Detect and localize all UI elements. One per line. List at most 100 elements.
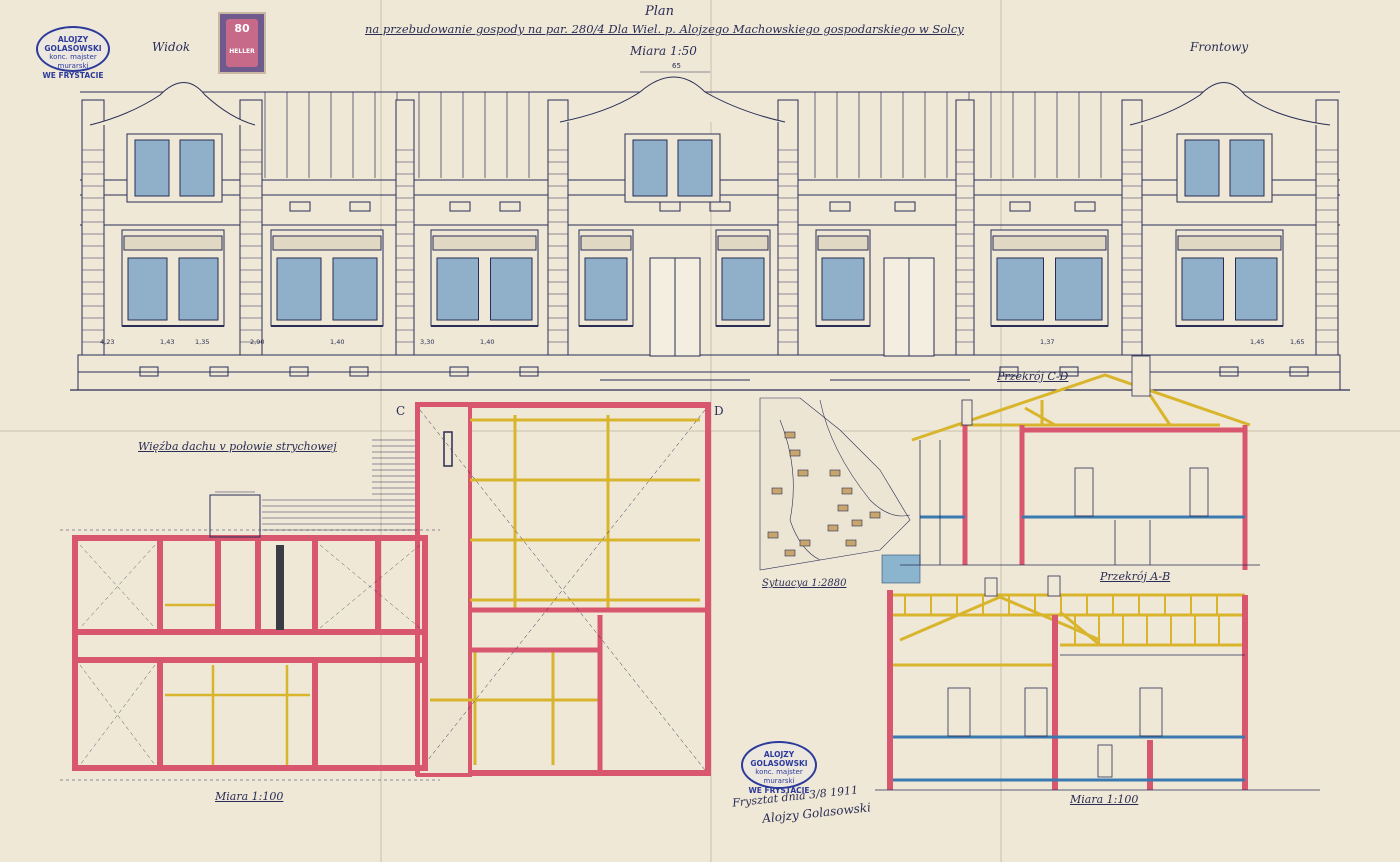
window-pane: [134, 139, 170, 197]
window-pane: [1055, 257, 1103, 321]
pilaster: [81, 99, 105, 356]
site-building: [869, 511, 881, 519]
mason-stamp: ALOJZY GOLASOWSKI konc. majster murarski…: [36, 26, 110, 80]
title-line1: Plan: [645, 4, 675, 19]
vent: [499, 201, 521, 212]
vent: [709, 201, 731, 212]
window-pane: [127, 257, 168, 321]
fold-line: [1000, 0, 1002, 862]
dimension-label: 2,90: [250, 338, 264, 346]
window-ornament: [992, 235, 1107, 251]
vent: [1074, 201, 1096, 212]
window-pane: [179, 139, 215, 197]
window-pane: [332, 257, 378, 321]
window-pane: [1184, 139, 1220, 197]
section-ab-label: Przekrój A-B: [1100, 570, 1171, 583]
window-pane: [584, 257, 628, 321]
scale-top: Miara 1:50: [630, 44, 697, 58]
basement-window: [349, 366, 369, 377]
pilaster: [395, 99, 415, 356]
window-pane: [490, 257, 533, 321]
stamp-line: murarski: [763, 777, 795, 785]
roof-truss-plan: [262, 402, 711, 777]
pilaster: [239, 99, 263, 356]
pilaster: [1121, 99, 1143, 356]
site-plan: [759, 397, 921, 584]
section-mark-c: C: [396, 404, 406, 418]
window-ornament: [272, 235, 382, 251]
site-building: [789, 449, 801, 457]
basement-window: [139, 366, 159, 377]
stamp-line: konc. majster: [755, 768, 803, 776]
window-ornament: [432, 235, 537, 251]
vent: [349, 201, 371, 212]
mason-stamp: ALOJZY GOLASOWSKI konc. majster murarski…: [741, 741, 817, 795]
stamp-line: konc. majster: [49, 53, 97, 61]
window-pane: [996, 257, 1044, 321]
site-building: [771, 487, 783, 495]
window-pane: [1235, 257, 1278, 321]
elevation-label-right: Frontowy: [1190, 40, 1249, 54]
window-pane: [1229, 139, 1265, 197]
window-pane: [276, 257, 322, 321]
site-building: [797, 469, 809, 477]
section-ab: [875, 575, 1320, 791]
site-building: [841, 487, 853, 495]
pilaster: [777, 99, 799, 356]
window-pane: [632, 139, 668, 197]
stamp-line: murarski: [57, 62, 89, 70]
fold-line: [380, 0, 382, 862]
window-pane: [677, 139, 713, 197]
pilaster: [1315, 99, 1339, 356]
dimension-label: 1,40: [330, 338, 344, 346]
dimension-label: 1,65: [1290, 338, 1304, 346]
basement-window: [519, 366, 539, 377]
title-line2: na przebudowanie gospody na par. 280/4 D…: [365, 22, 964, 36]
pilaster: [955, 99, 975, 356]
basement-window: [1289, 366, 1309, 377]
window-pane: [721, 257, 765, 321]
front-elevation: [70, 71, 1350, 391]
window-ornament: [817, 235, 869, 251]
basement-window: [449, 366, 469, 377]
stamp-town: WE FRYSTACIE: [42, 71, 104, 80]
dimension-label: 4,23: [100, 338, 114, 346]
vent: [289, 201, 311, 212]
section-cd-label: Przekrój C-D: [997, 370, 1069, 383]
basement-window: [289, 366, 309, 377]
stamp-town: WE FRYSTACIE: [748, 786, 810, 795]
site-building: [827, 524, 839, 532]
plan-scale-label: Miara 1:100: [215, 790, 284, 803]
dimension-label: 1,35: [195, 338, 209, 346]
roof-plan-label: Więźba dachu v połowie strychowej: [138, 440, 337, 453]
section-mark-d: D: [714, 404, 724, 418]
dimension-label: 1,37: [1040, 338, 1054, 346]
vent: [894, 201, 916, 212]
site-building: [851, 519, 863, 527]
ground-floor-plan: [60, 491, 440, 781]
window-ornament: [123, 235, 223, 251]
site-building: [845, 539, 857, 547]
vent: [829, 201, 851, 212]
basement-window: [999, 366, 1019, 377]
dimension-label: 3,30: [420, 338, 434, 346]
window-pane: [178, 257, 219, 321]
revenue-stamp: 80 HELLER: [218, 12, 266, 74]
site-building: [784, 431, 796, 439]
vent: [1009, 201, 1031, 212]
dimension-label: 1,43: [160, 338, 174, 346]
basement-window: [209, 366, 229, 377]
vent: [659, 201, 681, 212]
basement-window: [1219, 366, 1239, 377]
elevation-label-left: Widok: [152, 40, 191, 54]
site-building: [799, 539, 811, 547]
site-building: [829, 469, 841, 477]
top-dimension: 65: [672, 62, 681, 70]
site-building: [784, 549, 796, 557]
site-plan-label: Sytuacya 1:2880: [762, 578, 847, 589]
fold-line: [0, 430, 1400, 432]
dimension-label: 1,40: [480, 338, 494, 346]
window-pane: [1181, 257, 1224, 321]
